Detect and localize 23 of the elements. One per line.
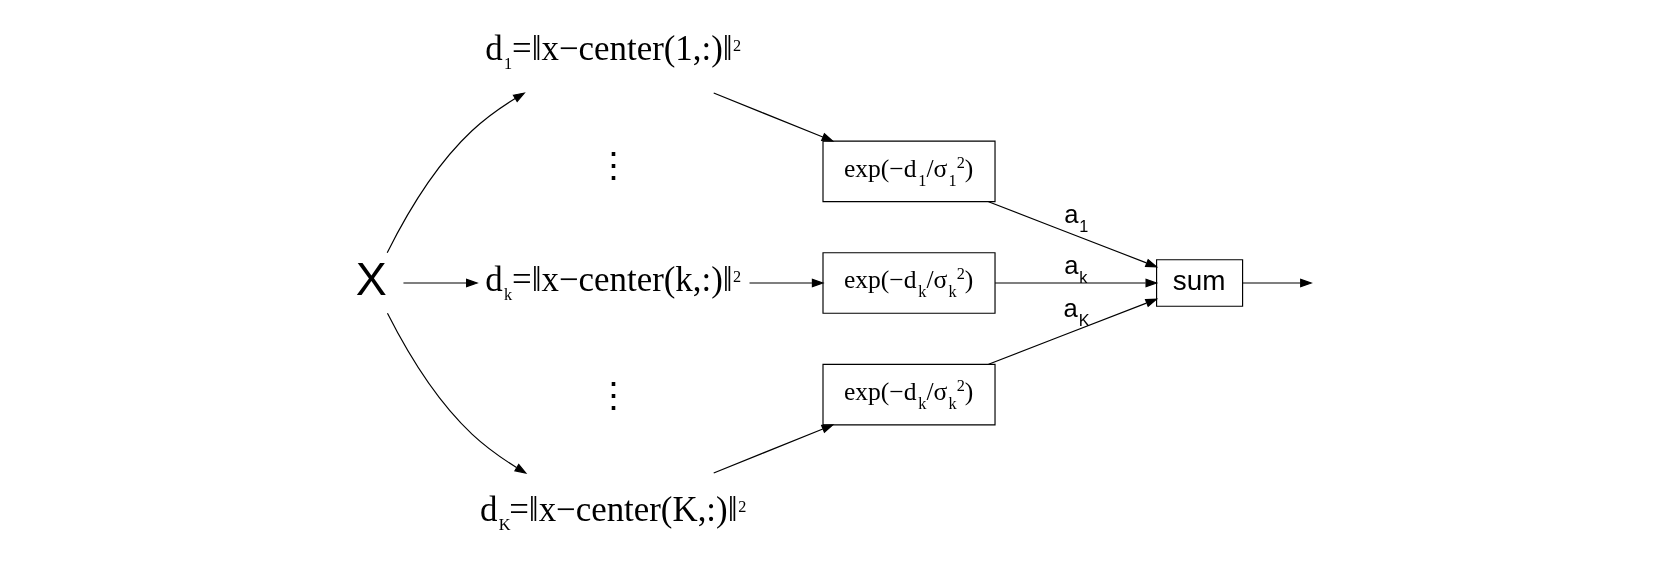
label: ⋮ xyxy=(595,145,631,185)
arrow xyxy=(386,312,527,474)
arrow xyxy=(987,201,1158,268)
node-text: d$_{k}$=‖x−center(k,:)‖$^{2}$ xyxy=(484,259,741,304)
arrow xyxy=(402,278,479,288)
arrow xyxy=(994,278,1158,288)
node-text: X xyxy=(355,252,387,305)
arrow xyxy=(712,424,834,474)
edge-label: a$_{k}$ xyxy=(1063,251,1087,287)
arrow xyxy=(1241,278,1313,288)
arrow xyxy=(987,298,1158,365)
edge-label: a$_{K}$ xyxy=(1063,294,1090,330)
arrow xyxy=(712,92,834,142)
edge-label: a$_{1}$ xyxy=(1063,200,1088,236)
node-box: exp(−d$_{1}$/σ$_{1}$$^{2}$) xyxy=(821,140,996,203)
node-text: d$_{1}$=‖x−center(1,:)‖$^{2}$ xyxy=(484,29,741,74)
node-box: exp(−d$_{k}$/σ$_{k}$$^{2}$) xyxy=(821,252,996,314)
arrow xyxy=(748,278,825,288)
node-box: exp(−d$_{k}$/σ$_{k}$$^{2}$) xyxy=(821,363,996,426)
label: ⋮ xyxy=(595,375,631,415)
node-box: sum xyxy=(1155,259,1243,307)
node-text: d$_{K}$=‖x−center(K,:)‖$^{2}$ xyxy=(479,489,746,534)
arrow xyxy=(386,92,526,254)
